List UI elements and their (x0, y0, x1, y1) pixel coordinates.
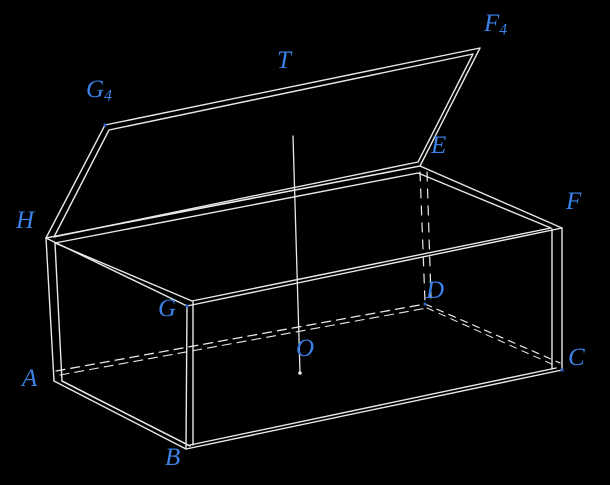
vertex-label-H: H (16, 207, 35, 234)
edge-H-A (45, 237, 55, 382)
hidden-edge-D-E (419, 171, 426, 303)
hidden-edge-D-C (424, 303, 561, 364)
vertex-label-G4-sub: 4 (104, 87, 112, 105)
vertex-label-F4-base: F (484, 10, 500, 37)
box-rim-outer (45, 165, 563, 307)
vertex-label-T: T (277, 47, 291, 74)
edge-B-C (185, 369, 563, 450)
hidden-edge-A-D (55, 303, 426, 372)
lid-panel-inner (53, 53, 474, 238)
inner-floor-A-side (61, 380, 191, 447)
vertex-label-G4-base: G (86, 76, 105, 103)
edge-H-A-2 (54, 242, 63, 382)
vertex-label-F: F (566, 188, 582, 215)
vertex-label-E: E (431, 132, 447, 159)
vertex-label-A: A (22, 365, 38, 392)
vertex-dot-G (185, 304, 189, 308)
hidden-edge-D-E-2 (426, 171, 432, 299)
vertex-dot-D (423, 302, 427, 306)
hidden-edge-D-C-2 (426, 307, 557, 367)
vertex-dot-C (560, 368, 564, 372)
central-axis-line (292, 135, 301, 374)
vertex-label-C: C (568, 344, 585, 371)
box-rim-inner (54, 172, 552, 302)
vertex-label-G: G (158, 295, 177, 322)
vertex-label-B: B (165, 444, 181, 471)
vertex-dot-G4 (103, 123, 107, 127)
vertex-label-F4: F4 (484, 11, 507, 38)
vertex-label-G4: G4 (86, 77, 112, 104)
vertex-label-O: O (296, 335, 315, 362)
axis-origin-dot (298, 371, 302, 375)
edge-B-C-2 (189, 367, 557, 446)
vertex-label-D: D (426, 277, 445, 304)
edge-G-B (185, 305, 188, 450)
hidden-edge-A-D-2 (59, 307, 428, 376)
vertex-label-F4-sub: 4 (499, 21, 508, 39)
edge-A-B (53, 380, 187, 450)
